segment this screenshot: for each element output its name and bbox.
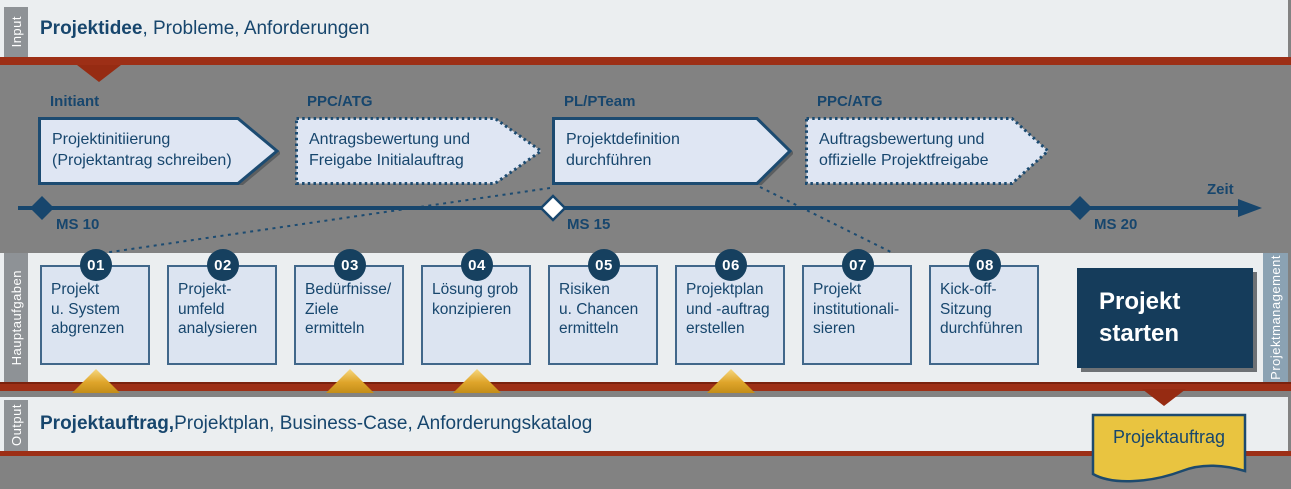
task-box-02: 02 Projekt- umfeld analysieren	[167, 249, 277, 365]
task-number-badge: 03	[334, 249, 366, 281]
input-title-bold: Projektidee	[40, 17, 143, 39]
hauptaufgaben-band-tab: Hauptaufgaben	[4, 253, 28, 382]
task-number-badge: 05	[588, 249, 620, 281]
phase-arrow-1	[38, 117, 280, 190]
phase-arrow-shape	[552, 117, 793, 185]
task-number-badge: 04	[461, 249, 493, 281]
task-box-08: 08 Kick-off- Sitzung durchführen	[929, 249, 1039, 365]
output-separator-bar	[0, 382, 1291, 391]
task-number-badge: 08	[969, 249, 1001, 281]
task-label: Projektplan und -auftrag erstellen	[686, 281, 770, 338]
milestone-diamond-ms15-icon	[539, 194, 567, 222]
output-band-tab-label: Output	[8, 404, 24, 447]
milestone-marker-icon	[453, 369, 501, 393]
phase-arrow-3	[552, 117, 793, 190]
output-title-rest: Projektplan, Business-Case, Anforderungs…	[174, 413, 593, 434]
task-box-05: 05 Risiken u. Chancen ermitteln	[548, 249, 658, 365]
hauptaufgaben-band-tab-label: Hauptaufgaben	[8, 269, 24, 366]
output-band: Output Projektauftrag, Projektplan, Busi…	[0, 397, 1288, 451]
milestone-label-ms15: MS 15	[567, 216, 611, 233]
task-number-badge: 01	[80, 249, 112, 281]
milestone-label-ms20: MS 20	[1094, 216, 1138, 233]
input-band: Input Projektidee, Probleme, Anforderung…	[0, 0, 1288, 57]
phase-arrow-shape	[38, 117, 280, 185]
task-label: Kick-off- Sitzung durchführen	[940, 281, 1023, 338]
task-label: Projekt institutionali- sieren	[813, 281, 900, 338]
timeline-axis-label: Zeit	[1207, 181, 1234, 198]
phase-arrow-shape	[805, 117, 1051, 185]
task-number-badge: 07	[842, 249, 874, 281]
milestone-marker-icon	[707, 369, 755, 393]
task-box-01: 01 Projekt u. System abgrenzen	[40, 249, 150, 393]
output-band-title: Projektauftrag, Projektplan, Business-Ca…	[40, 397, 592, 451]
phase-label-2: Antragsbewertung und Freigabe Initialauf…	[309, 131, 470, 169]
task-box-03: 03 Bedürfnisse/ Ziele ermitteln	[294, 249, 404, 393]
task-label: Projekt- umfeld analysieren	[178, 281, 258, 338]
input-title-rest: , Probleme, Anforderungen	[142, 17, 370, 39]
task-box-06: 06 Projektplan und -auftrag erstellen	[675, 249, 785, 393]
milestone-marker-icon	[72, 369, 120, 393]
task-box-04: 04 Lösung grob konzipieren	[421, 249, 531, 393]
milestone-marker-icon	[326, 369, 374, 393]
task-box-07: 07 Projekt institutionali- sieren	[802, 249, 912, 365]
document-label: Projektauftrag	[1112, 427, 1226, 447]
projektauftrag-document: Projektauftrag	[1090, 413, 1248, 487]
phase-actor-3: PL/PTeam	[564, 93, 636, 110]
phase-actor-2: PPC/ATG	[307, 93, 373, 110]
task-number-badge: 06	[715, 249, 747, 281]
phase-arrow-2	[295, 117, 544, 190]
fan-line-right	[759, 186, 914, 264]
phase-actor-4: PPC/ATG	[817, 93, 883, 110]
task-label: Lösung grob konzipieren	[432, 281, 519, 318]
phase-arrow-4	[805, 117, 1051, 190]
milestone-diamond-ms10-icon	[30, 196, 54, 220]
projekt-starten-box: Projekt starten	[1077, 268, 1253, 368]
timeline-arrowhead-icon	[1238, 199, 1262, 217]
task-label: Bedürfnisse/ Ziele ermitteln	[305, 281, 392, 338]
phase-label-4: Auftragsbewertung und offizielle Projekt…	[819, 131, 989, 169]
input-band-tab: Input	[4, 7, 28, 57]
input-band-tab-label: Input	[8, 16, 24, 48]
phase-label-3: Projektdefinition durchführen	[566, 131, 680, 169]
phase-actor-1: Initiant	[50, 93, 100, 110]
phase-arrow-shape	[295, 117, 544, 185]
output-title-bold: Projektauftrag,	[40, 413, 175, 434]
phase-label-1: Projektinitiierung (Projektantrag schrei…	[52, 131, 232, 169]
task-label: Projekt u. System abgrenzen	[51, 281, 125, 338]
output-flow-arrow-icon	[1142, 389, 1186, 406]
output-band-tab: Output	[4, 400, 28, 451]
task-label: Risiken u. Chancen ermitteln	[559, 281, 639, 338]
projektmanagement-tab-label: Projektmanagement	[1268, 255, 1283, 380]
task-number-badge: 02	[207, 249, 239, 281]
bottom-red-line	[0, 451, 1291, 456]
document-icon	[1091, 413, 1247, 483]
milestone-label-ms10: MS 10	[56, 216, 100, 233]
input-band-title: Projektidee, Probleme, Anforderungen	[40, 0, 370, 57]
milestone-diamond-ms20-icon	[1068, 196, 1092, 220]
projektmanagement-tab: Projektmanagement	[1263, 253, 1288, 382]
input-separator-bar	[0, 57, 1291, 65]
input-flow-arrow-icon	[77, 65, 121, 82]
